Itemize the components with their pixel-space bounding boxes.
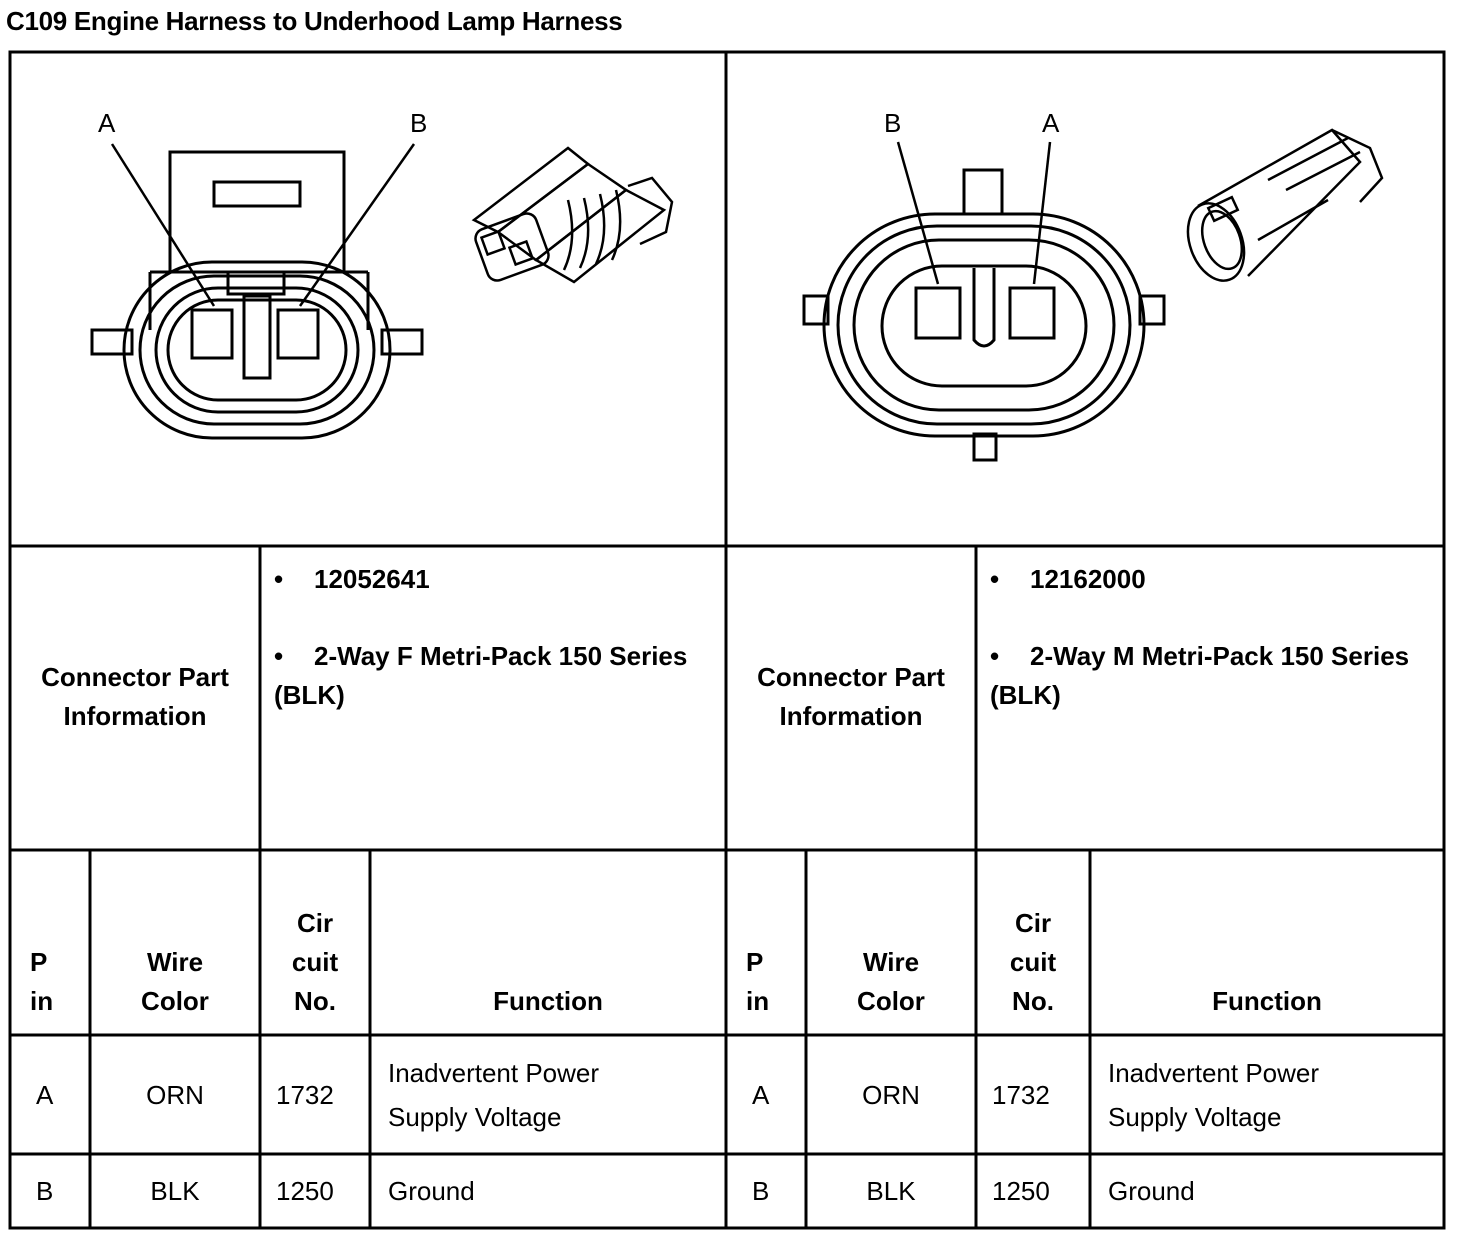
- col-header-wire-color: Wire Color: [857, 947, 925, 1016]
- connector-ear-right: [1138, 294, 1166, 326]
- col-header-circuit: Cir cuit No.: [1009, 908, 1057, 1016]
- table-row-a-circuit: 1732: [992, 1079, 1050, 1110]
- table-row-a-pin: A: [752, 1079, 770, 1110]
- part-number-item: •12052641: [274, 560, 714, 599]
- part-description: 2-Way M Metri-Pack 150 Series (BLK): [990, 641, 1410, 710]
- connector-part-list: •12162000 •2-Way M Metri-Pack 150 Series…: [990, 560, 1430, 715]
- connector-table: A B B: [8, 50, 1448, 1232]
- pin-label-b: B: [410, 108, 427, 138]
- page-title: C109 Engine Harness to Underhood Lamp Ha…: [6, 6, 623, 36]
- cavity-a: [190, 308, 234, 360]
- pin-label-a: A: [1042, 108, 1060, 138]
- table-row-a-wire-color: ORN: [146, 1079, 204, 1110]
- table-row-a-pin: A: [36, 1079, 54, 1110]
- connector-info-label: Connector Part Information: [41, 662, 229, 731]
- connector-bottom-tab: [972, 432, 998, 462]
- connector-ear-left: [90, 328, 134, 356]
- connector-body-outer: [122, 260, 392, 440]
- table-row-b-circuit: 1250: [992, 1176, 1050, 1206]
- part-number: 12162000: [1030, 564, 1146, 594]
- connector-latch-housing: [168, 150, 346, 274]
- female-connector-thumbnail: [471, 146, 674, 284]
- table-row-b-circuit: 1250: [276, 1176, 334, 1206]
- table-row-a-circuit: 1732: [276, 1079, 334, 1110]
- description-item: •2-Way M Metri-Pack 150 Series (BLK): [990, 637, 1430, 715]
- pin-label-a: A: [98, 108, 116, 138]
- table-row-a-wire-color: ORN: [862, 1079, 920, 1110]
- table-row-b-wire-color: BLK: [150, 1176, 200, 1206]
- col-header-pin: P in: [30, 947, 54, 1016]
- table-row-b-function: Ground: [1108, 1176, 1195, 1206]
- table-row-b-function: Ground: [388, 1176, 475, 1206]
- cavity-b: [914, 286, 962, 340]
- connector-ear-right: [380, 328, 424, 356]
- connector-top-tab: [962, 168, 1004, 216]
- connector-key: [242, 294, 272, 380]
- cavity-a: [1008, 286, 1056, 340]
- col-header-function: Function: [1212, 986, 1322, 1016]
- connector-info-label: Connector Part Information: [757, 662, 945, 731]
- col-header-circuit: Cir cuit No.: [291, 908, 339, 1016]
- connector-part-list: •12052641 •2-Way F Metri-Pack 150 Series…: [274, 560, 714, 715]
- pin-label-b: B: [884, 108, 901, 138]
- male-connector-thumbnail: [1186, 128, 1384, 282]
- cavity-b: [276, 308, 320, 360]
- table-row-b-wire-color: BLK: [866, 1176, 916, 1206]
- table-grid-lines: [8, 50, 1446, 1230]
- description-item: •2-Way F Metri-Pack 150 Series (BLK): [274, 637, 714, 715]
- table-row-b-pin: B: [752, 1176, 770, 1206]
- male-connector-diagram: B A: [802, 108, 1384, 462]
- col-header-wire-color: Wire Color: [141, 947, 209, 1016]
- part-number-item: •12162000: [990, 560, 1430, 599]
- female-connector-diagram: A B: [90, 108, 674, 440]
- table-row-b-pin: B: [36, 1176, 54, 1206]
- col-header-function: Function: [493, 986, 603, 1016]
- part-description: 2-Way F Metri-Pack 150 Series (BLK): [274, 641, 688, 710]
- part-number: 12052641: [314, 564, 430, 594]
- col-header-pin: P in: [746, 947, 770, 1016]
- table-row-a-function: Inadvertent Power Supply Voltage: [1108, 1057, 1320, 1132]
- table-row-a-function: Inadvertent Power Supply Voltage: [388, 1057, 600, 1132]
- connector-body-outer: [822, 212, 1146, 438]
- connector-ear-left: [802, 294, 830, 326]
